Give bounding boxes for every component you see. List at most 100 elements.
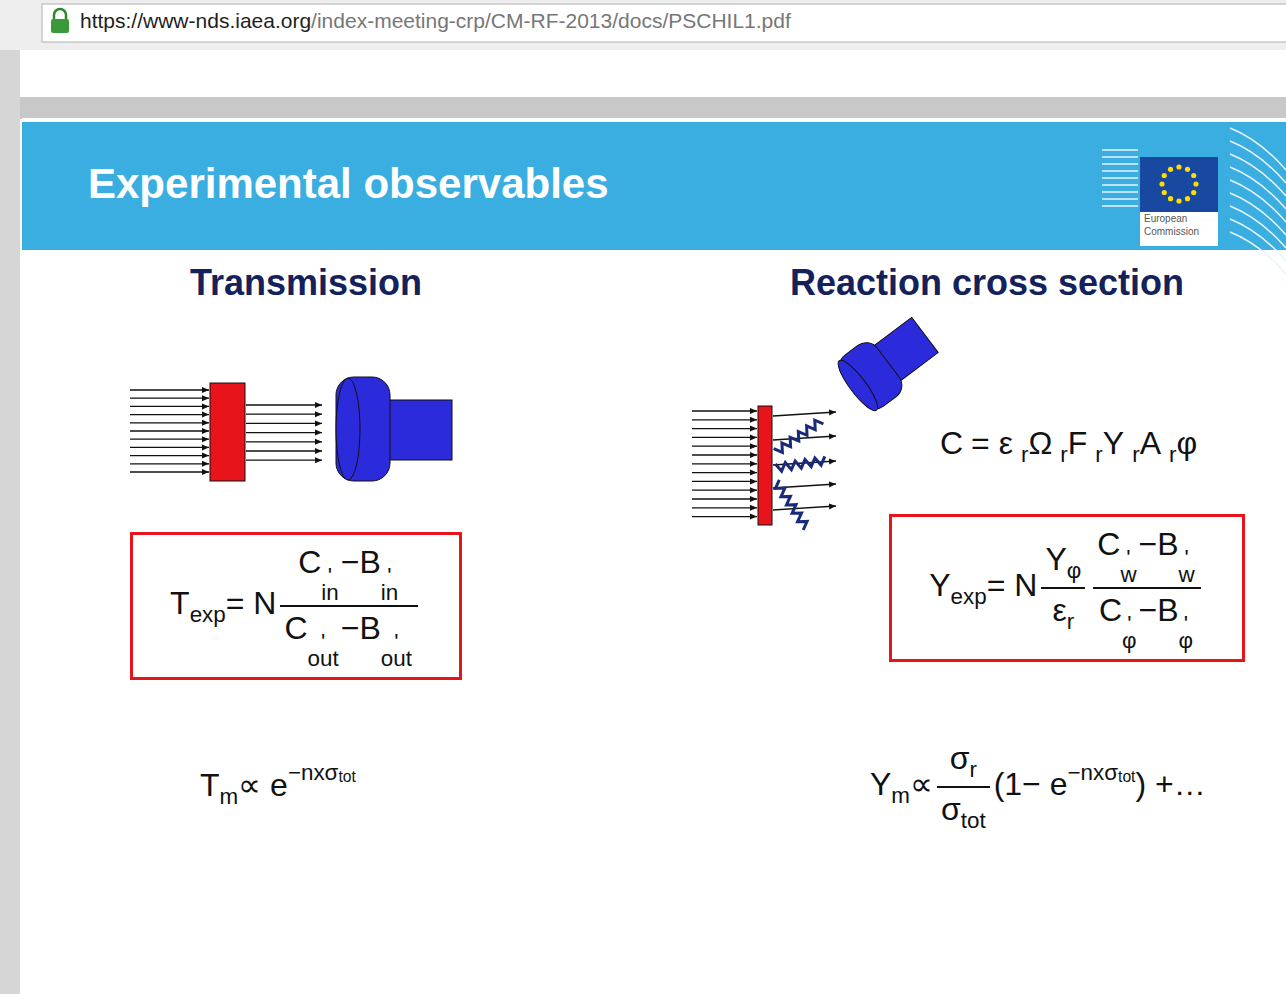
formula-symbol: −B [1139,592,1179,628]
formula-subscript: r [1132,442,1139,467]
prime-subscript: 'out [308,634,339,668]
numerator: Yφ [1041,541,1085,589]
formula-symbol: C [1097,526,1120,562]
prime-mark: ' [1179,550,1195,567]
formula-subscript: r [1169,442,1176,467]
formula-symbol: = N [226,585,277,621]
formula-exponent: −nxσtot [1067,760,1135,785]
formula-box: Texp= NC'in−B'inC'out−B'out [130,532,462,680]
transmission-setup [130,377,452,481]
logo-text: Commission [1144,226,1199,237]
slide-ground [22,118,1286,994]
formula-symbol: σ [950,740,970,776]
formula-subscript: φ [1122,633,1137,650]
formula-subscript: m [220,784,239,809]
formula-exponent: −nxσ [1067,760,1118,785]
formula-symbol: (1− e [994,766,1068,802]
denominator: εr [1041,589,1085,635]
formula-subscript: r [1095,442,1102,467]
reaction-setup [692,309,944,530]
prime-subscript: 'w [1120,550,1136,584]
prime-subscript: 'φ [1179,616,1194,650]
fraction: Yφεr [1041,541,1085,635]
prime-mark: ' [321,568,338,585]
formula-symbol: C [298,544,321,580]
formula-symbol: C [1099,592,1122,628]
logo-text: European [1144,213,1187,224]
formula-subscript: in [381,585,398,602]
numerator: σr [937,740,990,788]
formula-symbol: Y [929,567,950,603]
formula-symbol: Y [1103,425,1124,461]
prime-subscript: 'in [381,568,398,602]
denominator: σtot [937,788,990,834]
prime-mark: ' [1179,616,1194,633]
formula-symbol: A [1140,425,1161,461]
formula-symbol: φ [1176,425,1197,461]
formula: Texp= NC'in−B'inC'out−B'out [170,544,422,667]
prime-mark: ' [381,568,398,585]
prime-mark: ' [381,634,412,651]
formula-symbol: ε [1052,592,1066,628]
formula-subscript: φ [1067,558,1082,583]
prime-mark: ' [1120,550,1136,567]
prime-mark: ' [1122,616,1137,633]
formula-subscript: exp [190,602,226,627]
formula-symbol: C [940,425,963,461]
formula-symbol: F [1068,425,1088,461]
fraction: C'in−B'inC'out−B'out [280,544,417,667]
formula-subscript: tot [338,768,355,785]
formula: C= εrΩrFrYrArφ [940,425,1205,468]
formula-symbol: −B [1139,526,1179,562]
formula-box: Yexp= NYφεrC'w−B'wC'φ−B'φ [889,514,1245,662]
formula-symbol: = ε [971,425,1013,461]
formula-symbol: T [200,767,220,803]
lock-icon [51,9,69,33]
formula-symbol: ) +… [1135,766,1205,802]
fraction: σrσtot [937,740,990,834]
prime-subscript: 'φ [1122,616,1137,650]
formula-subscript: out [308,651,339,668]
formula-subscript: r [969,757,976,782]
formula-symbol: Y [870,766,891,802]
numerator: C'w−B'w [1093,526,1200,589]
formula-symbol: ∝ [910,766,933,802]
formula: Ym∝σrσtot(1− e−nxσtot) +… [870,740,1206,834]
header-band [22,122,1286,250]
prime-subscript: 'out [381,634,412,668]
side-strip [0,50,20,994]
eu-logo [1102,128,1286,274]
formula-subscript: w [1179,567,1195,584]
formula-symbol: −B [341,610,381,646]
formula-symbol: T [170,585,190,621]
formula-subscript: r [1060,442,1067,467]
formula-subscript: exp [951,584,987,609]
formula-subscript: m [891,783,910,808]
formula-symbol: ∝ e [238,767,288,803]
formula-subscript: r [1021,442,1028,467]
section-heading: Transmission [190,262,422,304]
formula-subscript: φ [1179,633,1194,650]
section-heading: Reaction cross section [790,262,1184,304]
prime-mark: ' [308,634,339,651]
denominator: C'out−B'out [280,607,417,668]
formula-symbol: −B [341,544,381,580]
formula-symbol: σ [941,791,961,827]
formula-subscript: tot [1118,767,1135,784]
formula-exponent: −nxσ [288,760,339,785]
formula-subscript: r [1067,609,1074,634]
prime-subscript: 'w [1179,550,1195,584]
url-path: /index-meeting-crp/CM-RF-2013/docs/PSCHI… [311,9,791,33]
formula-subscript: w [1120,567,1136,584]
url-host: https://www-nds.iaea.org [80,9,311,33]
page-gap [20,97,1286,119]
formula-subscript: tot [961,808,986,833]
formula-symbol: = N [987,567,1038,603]
slide-title: Experimental observables [88,160,609,208]
formula-subscript: out [381,651,412,668]
address-bar [42,4,1286,42]
formula-symbol: Ω [1028,425,1052,461]
formula-subscript: in [321,585,338,602]
prime-subscript: 'in [321,568,338,602]
